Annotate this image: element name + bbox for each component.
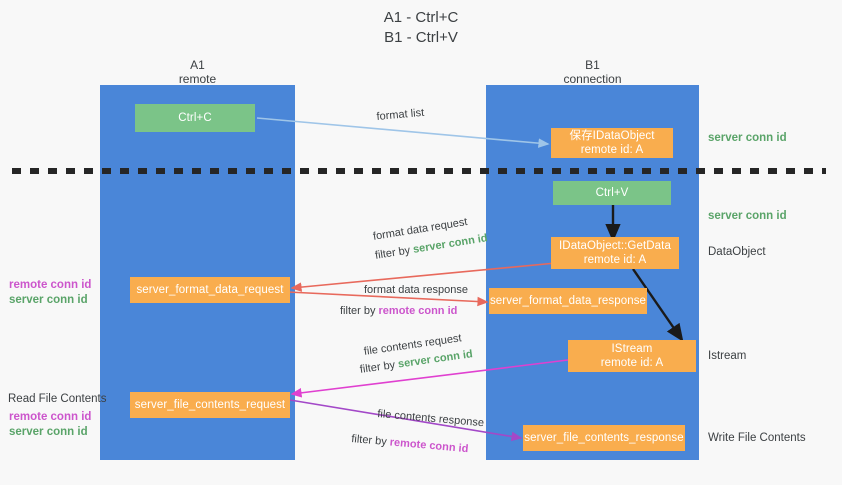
column-header-b1-name: B1 bbox=[585, 58, 600, 72]
left-label-file-server-conn-id: server conn id bbox=[9, 426, 88, 438]
right-label-write-file-contents: Write File Contents bbox=[708, 432, 806, 444]
node-ctrl-c-label: Ctrl+C bbox=[178, 112, 212, 124]
filter-prefix: filter by bbox=[359, 358, 399, 376]
node-istream-line2: remote id: A bbox=[600, 357, 664, 369]
node-server-file-contents-request-label: server_file_contents_request bbox=[134, 399, 286, 411]
edge-label-file-contents-response-filter: filter by remote conn id bbox=[351, 432, 469, 457]
node-server-format-data-request-label: server_format_data_request bbox=[136, 284, 284, 296]
right-label-server-conn-id-mid: server conn id bbox=[708, 210, 787, 222]
node-getdata-line2: remote id: A bbox=[583, 254, 647, 266]
filter-prefix: filter by bbox=[374, 243, 415, 262]
node-server-file-contents-response[interactable]: server_file_contents_response bbox=[523, 425, 685, 451]
node-save-idataobject[interactable]: 保存IDataObject remote id: A bbox=[551, 128, 673, 158]
node-ctrl-v-label: Ctrl+V bbox=[595, 187, 629, 199]
column-header-b1-sub: connection bbox=[563, 72, 622, 86]
node-getdata-line1: IDataObject::GetData bbox=[559, 240, 671, 252]
left-label-file-remote-conn-id: remote conn id bbox=[9, 411, 92, 423]
right-label-dataobject: DataObject bbox=[708, 246, 766, 258]
left-label-read-file-contents: Read File Contents bbox=[8, 393, 107, 405]
filter-value-remote-conn-id: remote conn id bbox=[389, 436, 469, 456]
edge-label-format-data-response-filter: filter by remote conn id bbox=[340, 304, 457, 319]
node-save-idataobject-line1: 保存IDataObject bbox=[569, 130, 655, 142]
left-label-format-server-conn-id: server conn id bbox=[9, 294, 88, 306]
filter-value-remote-conn-id: remote conn id bbox=[378, 305, 458, 317]
node-server-format-data-response-label: server_format_data_response bbox=[489, 295, 647, 307]
node-server-format-data-response[interactable]: server_format_data_response bbox=[489, 288, 647, 314]
filter-prefix: filter by bbox=[340, 305, 379, 317]
column-header-a1-name: A1 bbox=[190, 58, 205, 72]
node-server-file-contents-request[interactable]: server_file_contents_request bbox=[130, 392, 290, 418]
right-label-server-conn-id-top: server conn id bbox=[708, 132, 787, 144]
node-istream[interactable]: IStream remote id: A bbox=[568, 340, 696, 372]
edge-label-format-list: format list bbox=[376, 106, 425, 123]
edge-label-format-data-response: format data response bbox=[364, 284, 468, 296]
page-title: A1 - Ctrl+C B1 - Ctrl+V bbox=[383, 9, 459, 46]
filter-prefix: filter by bbox=[350, 432, 391, 449]
right-label-istream: Istream bbox=[708, 350, 747, 362]
node-save-idataobject-line2: remote id: A bbox=[580, 144, 644, 156]
node-ctrl-c[interactable]: Ctrl+C bbox=[135, 104, 255, 132]
column-header-b1: B1 connection bbox=[535, 58, 650, 86]
node-ctrl-v[interactable]: Ctrl+V bbox=[553, 181, 671, 205]
node-server-format-data-request[interactable]: server_format_data_request bbox=[130, 277, 290, 303]
node-istream-line1: IStream bbox=[611, 343, 653, 355]
node-server-file-contents-response-label: server_file_contents_response bbox=[524, 432, 684, 444]
left-label-format-remote-conn-id: remote conn id bbox=[9, 279, 92, 291]
node-getdata[interactable]: IDataObject::GetData remote id: A bbox=[551, 237, 679, 269]
column-header-a1-sub: remote bbox=[178, 72, 217, 86]
column-header-a1: A1 remote bbox=[140, 58, 255, 86]
edge-label-file-contents-response: file contents response bbox=[376, 407, 485, 430]
